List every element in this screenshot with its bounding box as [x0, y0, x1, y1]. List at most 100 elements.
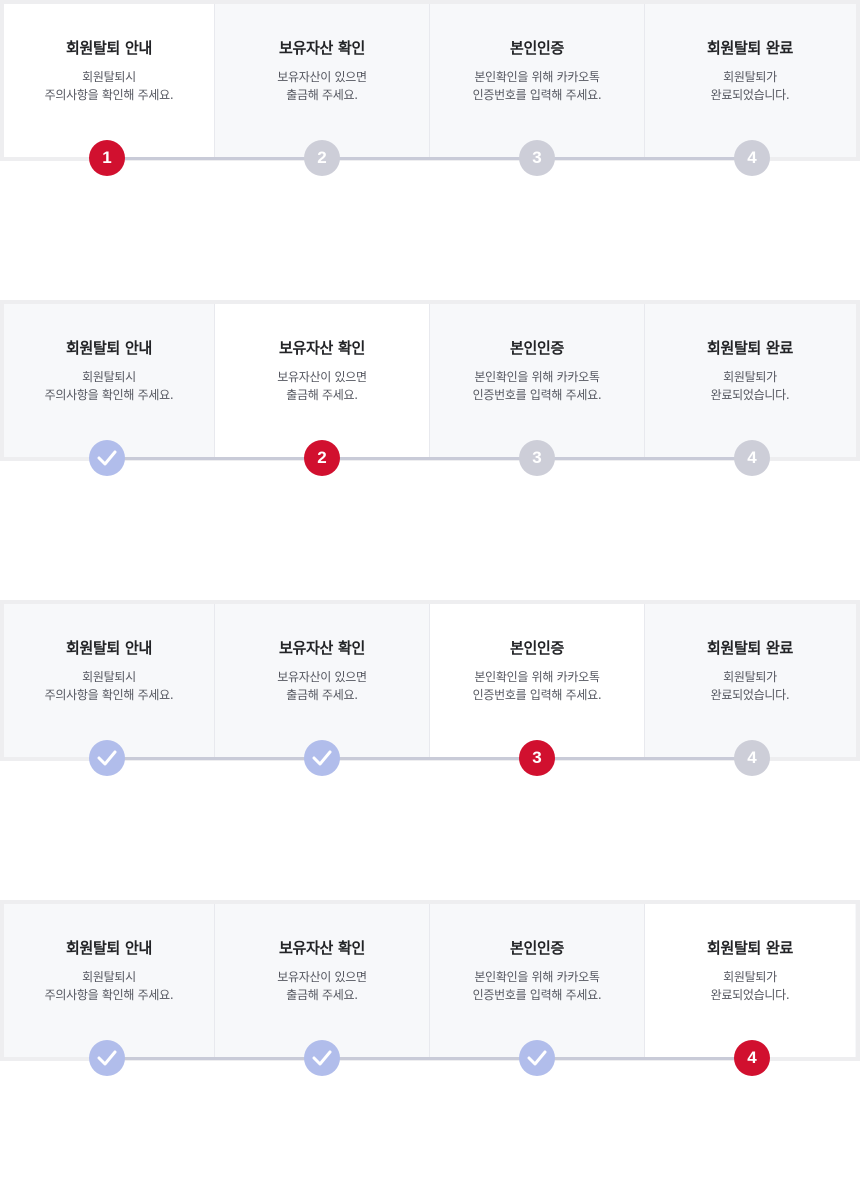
step-number: 3 [532, 448, 542, 467]
step-description-line: 회원탈퇴가 [723, 670, 777, 684]
progress-track [107, 1056, 752, 1060]
step-current-badge: 2 [304, 440, 340, 476]
step-title: 회원탈퇴 안내 [66, 39, 152, 57]
step-current-badge: 4 [734, 1040, 770, 1076]
step-description-line: 출금해 주세요. [286, 688, 358, 702]
check-icon [304, 749, 340, 767]
check-icon [519, 1049, 555, 1067]
check-icon [89, 749, 125, 767]
step-title: 회원탈퇴 안내 [66, 939, 152, 957]
progress-track [107, 156, 752, 160]
step-title: 본인인증 [509, 39, 564, 57]
step-description-line: 보유자산이 있으면 [277, 970, 367, 984]
step-description-line: 회원탈퇴시 [82, 970, 136, 984]
step-number: 2 [317, 148, 327, 167]
step-current-badge: 1 [89, 140, 125, 176]
step-description-line: 완료되었습니다. [710, 88, 790, 102]
step-completed-badge [89, 1040, 125, 1076]
step-description-line: 출금해 주세요. [286, 88, 358, 102]
step-completed-badge [304, 740, 340, 776]
step-description-line: 회원탈퇴시 [82, 370, 136, 384]
progress-track [107, 456, 752, 460]
step-title: 본인인증 [509, 639, 564, 657]
step-title: 회원탈퇴 안내 [66, 639, 152, 657]
step-completed-badge [89, 440, 125, 476]
step-title: 본인인증 [509, 339, 564, 357]
step-title: 회원탈퇴 안내 [66, 339, 152, 357]
step-number: 1 [102, 148, 112, 167]
step-title: 회원탈퇴 완료 [707, 939, 793, 957]
step-description-line: 주의사항을 확인해 주세요. [44, 688, 174, 702]
step-pending-badge: 4 [734, 740, 770, 776]
step-description-line: 회원탈퇴시 [82, 70, 136, 84]
check-icon [89, 1049, 125, 1067]
step-description-line: 완료되었습니다. [710, 388, 790, 402]
step-completed-badge [89, 740, 125, 776]
step-description-line: 회원탈퇴가 [723, 970, 777, 984]
step-description-line: 출금해 주세요. [286, 388, 358, 402]
step-number: 4 [747, 1048, 757, 1067]
step-description-line: 주의사항을 확인해 주세요. [44, 88, 174, 102]
step-pending-badge: 4 [734, 440, 770, 476]
step-description-line: 본인확인을 위해 카카오톡 [474, 370, 600, 384]
step-completed-badge [519, 1040, 555, 1076]
step-completed-badge [304, 1040, 340, 1076]
step-title: 본인인증 [509, 939, 564, 957]
step-number: 4 [747, 448, 757, 467]
step-number: 3 [532, 148, 542, 167]
step-description-line: 주의사항을 확인해 주세요. [44, 988, 174, 1002]
step-title: 회원탈퇴 완료 [707, 39, 793, 57]
step-description-line: 인증번호를 입력해 주세요. [472, 988, 602, 1002]
step-description-line: 인증번호를 입력해 주세요. [472, 388, 602, 402]
step-number: 2 [317, 448, 327, 467]
step-description-line: 완료되었습니다. [710, 688, 790, 702]
step-title: 보유자산 확인 [279, 39, 365, 57]
step-title: 회원탈퇴 완료 [707, 339, 793, 357]
step-pending-badge: 2 [304, 140, 340, 176]
step-description-line: 보유자산이 있으면 [277, 670, 367, 684]
step-pending-badge: 3 [519, 440, 555, 476]
step-description-line: 회원탈퇴가 [723, 370, 777, 384]
step-description-line: 본인확인을 위해 카카오톡 [474, 670, 600, 684]
step-pending-badge: 4 [734, 140, 770, 176]
step-description-line: 출금해 주세요. [286, 988, 358, 1002]
step-description-line: 본인확인을 위해 카카오톡 [474, 970, 600, 984]
step-title: 회원탈퇴 완료 [707, 639, 793, 657]
step-current-badge: 3 [519, 740, 555, 776]
step-description-line: 회원탈퇴가 [723, 70, 777, 84]
step-description-line: 회원탈퇴시 [82, 670, 136, 684]
step-title: 보유자산 확인 [279, 639, 365, 657]
step-pending-badge: 3 [519, 140, 555, 176]
step-title: 보유자산 확인 [279, 939, 365, 957]
check-icon [304, 1049, 340, 1067]
